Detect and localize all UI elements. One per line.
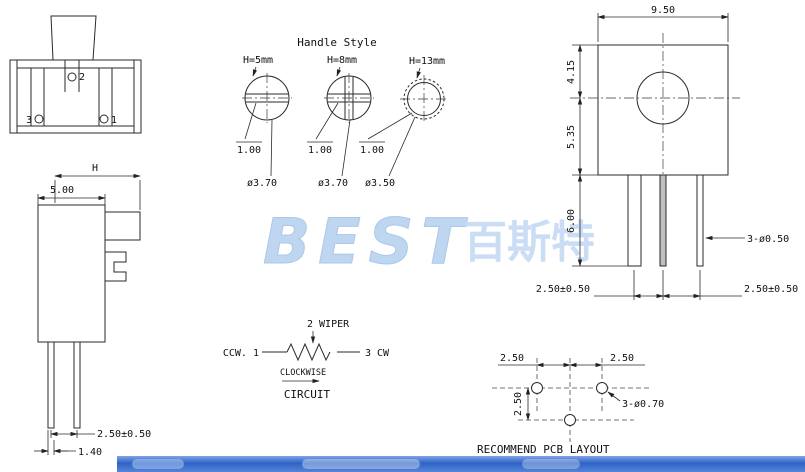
pcb-pad-bottom [564, 414, 576, 426]
handle-5mm-label: H=5mm [243, 55, 273, 66]
side-view-dimension-h: H [54, 163, 141, 210]
cw-terminal-label: 3 CW [365, 348, 390, 359]
handle-13mm-label: H=13mm [409, 56, 445, 67]
dim-h-label: H [92, 163, 98, 174]
terminal-3-hole [34, 114, 44, 124]
pcb-pad-left [531, 382, 543, 394]
handle-variant-13mm: H=13mm 1.00 ø3.50 [359, 56, 448, 189]
bottom-bar-cell-3 [522, 459, 580, 469]
dim-slot-2-label: 1.00 [308, 145, 332, 156]
dim-4-15-label: 4.15 [566, 60, 577, 84]
front-view: 2 3 1 [9, 15, 142, 134]
handle-8mm-label: H=8mm [327, 55, 357, 66]
dim-1-40-label: 1.40 [78, 447, 102, 458]
handle-variant-8mm: H=8mm 1.00 ø3.70 [307, 55, 374, 189]
terminal-1-hole [99, 114, 109, 124]
top-view-bottom-dimensions: 2.50±0.50 2.50±0.50 [536, 270, 798, 300]
dim-5-00-label: 5.00 [50, 185, 74, 196]
top-view: 9.50 4.15 5.35 6.00 3-ø0.50 [536, 5, 798, 300]
terminal-1-label: 1 [111, 115, 117, 126]
pcb-pad-right [596, 382, 608, 394]
dim-slot-1-label: 1.00 [237, 145, 261, 156]
pcb-pad-callout: 3-ø0.70 [607, 391, 664, 410]
dim-dia-3-label: ø3.50 [365, 178, 395, 189]
terminal-3-label: 3 [26, 115, 32, 126]
bottom-table-bar [117, 456, 805, 472]
handle-style-title: Handle Style [297, 36, 376, 49]
dim-5-35-label: 5.35 [566, 125, 577, 149]
callout-3-dia-0-70-label: 3-ø0.70 [622, 399, 664, 410]
watermark-cjk-text: 百斯特 [463, 217, 595, 268]
top-view-pin-callout: 3-ø0.50 [705, 234, 789, 245]
pcb-top-dimensions: 2.50 2.50 [498, 353, 645, 368]
handle-variant-5mm: H=5mm 1.00 ø3.70 [236, 55, 292, 189]
dim-pitch-left-label: 2.50±0.50 [536, 284, 590, 295]
callout-3-dia-0-50-label: 3-ø0.50 [747, 234, 789, 245]
watermark-latin-text: BEST [263, 205, 472, 278]
top-view-pin-middle [659, 174, 667, 267]
pcb-vertical-dimension: 2.50 [513, 387, 531, 421]
wiper-label: 2 WIPER [307, 319, 350, 330]
top-view-pin-left [627, 174, 642, 267]
terminal-2-hole [67, 72, 77, 82]
side-view-dimension-width: 5.00 [37, 185, 106, 205]
dim-dia-2-label: ø3.70 [318, 178, 348, 189]
top-view-pin-right [696, 174, 704, 267]
pcb-layout-title: RECOMMEND PCB LAYOUT [477, 443, 610, 456]
front-view-outline [9, 15, 142, 134]
circuit-title: CIRCUIT [284, 388, 331, 401]
dim-dia-1-label: ø3.70 [247, 178, 277, 189]
side-view-outline [37, 204, 141, 429]
dim-slot-3-label: 1.00 [360, 145, 384, 156]
side-view: H 5.00 2.50±0.50 1.40 [34, 163, 151, 458]
top-view-left-dimensions: 4.15 5.35 6.00 [566, 44, 628, 267]
brand-watermark: BEST 百斯特 [263, 205, 596, 279]
dim-6-00-label: 6.00 [566, 209, 577, 233]
side-view-dimension-pin-width: 1.40 [34, 430, 102, 458]
ccw-terminal-label: CCW. 1 [223, 348, 259, 359]
dim-2-50-label: 2.50±0.50 [97, 429, 151, 440]
circuit-diagram: 2 WIPER CCW. 1 3 CW CLOCKWISE CIRCUIT [223, 319, 390, 401]
dim-pitch-right-label: 2.50±0.50 [744, 284, 798, 295]
bottom-bar-cell-1 [132, 459, 184, 469]
dim-9-50-label: 9.50 [651, 5, 675, 16]
pcb-dim-right-label: 2.50 [610, 353, 634, 364]
pcb-dim-left-label: 2.50 [500, 353, 524, 364]
clockwise-label: CLOCKWISE [280, 368, 326, 378]
pcb-dim-vertical-label: 2.50 [513, 392, 524, 416]
bottom-bar-cell-2 [302, 459, 420, 469]
terminal-2-label: 2 [79, 72, 85, 83]
side-pin-right [73, 341, 81, 429]
handle-style-section: Handle Style H=5mm 1.00 ø3.70 H=8mm [236, 36, 448, 189]
top-view-dimension-width: 9.50 [597, 5, 729, 42]
side-view-dimension-pin-pitch: 2.50±0.50 [50, 429, 151, 440]
side-pin-left [47, 341, 55, 429]
resistor-symbol [286, 342, 331, 362]
bottom-bar-background [117, 456, 805, 472]
pcb-layout: 2.50 2.50 2.50 3-ø0.70 RECOMMEND PCB LAY… [477, 353, 664, 456]
